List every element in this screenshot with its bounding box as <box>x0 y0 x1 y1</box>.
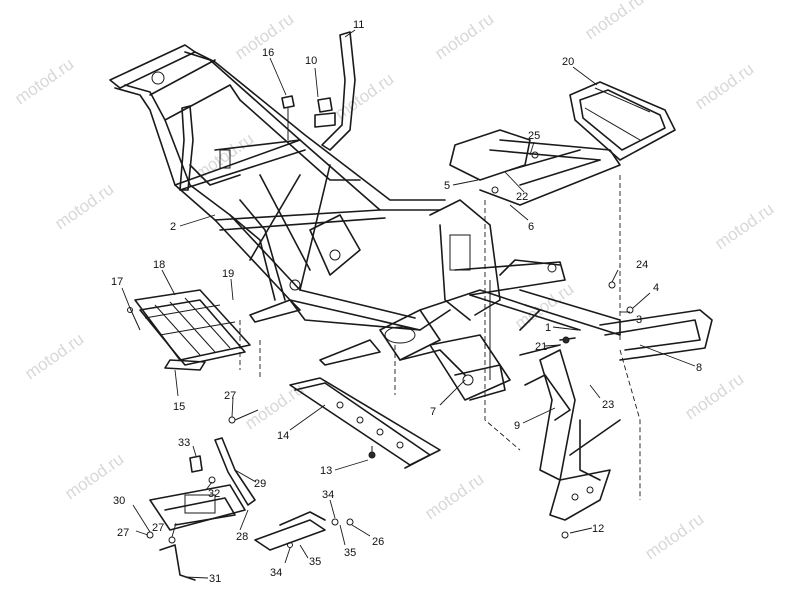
callout-6: 6 <box>528 221 534 233</box>
callout-27-mid: 27 <box>152 522 164 534</box>
callout-12: 12 <box>592 523 604 535</box>
watermark: motod.ru <box>21 329 87 383</box>
bolts-top <box>281 95 336 140</box>
callout-5: 5 <box>444 180 450 192</box>
rear-rack <box>449 81 676 206</box>
callout-29: 29 <box>254 478 266 490</box>
callout-32: 32 <box>208 488 220 500</box>
callout-35-bottom: 35 <box>309 556 321 568</box>
callout-34-bottom: 34 <box>270 567 282 579</box>
callout-13: 13 <box>320 465 332 477</box>
watermark: motod.ru <box>681 369 747 423</box>
callout-9: 9 <box>514 420 520 432</box>
callout-28: 28 <box>236 531 248 543</box>
callout-1: 1 <box>545 322 551 334</box>
lower-bracket <box>254 511 354 551</box>
watermark: motod.ru <box>711 199 777 253</box>
main-frame <box>109 44 451 366</box>
grab-bars <box>179 31 356 191</box>
small-hardware-right <box>559 281 634 539</box>
callout-3: 3 <box>636 314 642 326</box>
callout-15: 15 <box>173 401 185 413</box>
watermark: motod.ru <box>331 69 397 123</box>
callout-20: 20 <box>562 56 574 68</box>
bolt-13 <box>368 446 376 459</box>
callout-31: 31 <box>209 573 221 585</box>
callout-17: 17 <box>111 276 123 288</box>
callout-8: 8 <box>696 362 702 374</box>
callout-7: 7 <box>430 406 436 418</box>
footrest-left <box>127 289 251 371</box>
callout-35-right: 35 <box>344 547 356 559</box>
watermark: motod.ru <box>421 469 487 523</box>
callout-19: 19 <box>222 268 234 280</box>
rear-frame <box>379 199 621 401</box>
watermark: motod.ru <box>11 54 77 108</box>
callout-4: 4 <box>653 282 659 294</box>
callout-23: 23 <box>602 399 614 411</box>
callout-24: 24 <box>636 259 648 271</box>
callout-27-left: 27 <box>117 527 129 539</box>
callout-2: 2 <box>170 221 176 233</box>
skid-plate <box>289 377 441 469</box>
lower-left-assembly <box>146 409 259 581</box>
leader-lines <box>121 29 696 579</box>
watermark: motod.ru <box>581 0 647 43</box>
watermark: motod.ru <box>641 509 707 563</box>
callout-labels: 1 2 3 4 5 6 7 8 9 10 11 12 13 14 15 16 1… <box>111 19 702 585</box>
callout-21: 21 <box>535 341 547 353</box>
callout-33: 33 <box>178 437 190 449</box>
rear-bumper <box>524 309 713 521</box>
watermark: motod.ru <box>691 59 757 113</box>
callout-30: 30 <box>113 495 125 507</box>
watermark: motod.ru <box>51 179 117 233</box>
callout-34-top: 34 <box>322 489 334 501</box>
callout-16: 16 <box>262 47 274 59</box>
callout-18: 18 <box>153 259 165 271</box>
watermark: motod.ru <box>431 9 497 63</box>
callout-26: 26 <box>372 536 384 548</box>
callout-22: 22 <box>516 191 528 203</box>
callout-25: 25 <box>528 130 540 142</box>
callout-14: 14 <box>277 430 289 442</box>
callout-27-top: 27 <box>224 390 236 402</box>
callout-11: 11 <box>353 19 364 31</box>
rear-panel-outline <box>239 175 641 500</box>
callout-10: 10 <box>305 55 317 67</box>
